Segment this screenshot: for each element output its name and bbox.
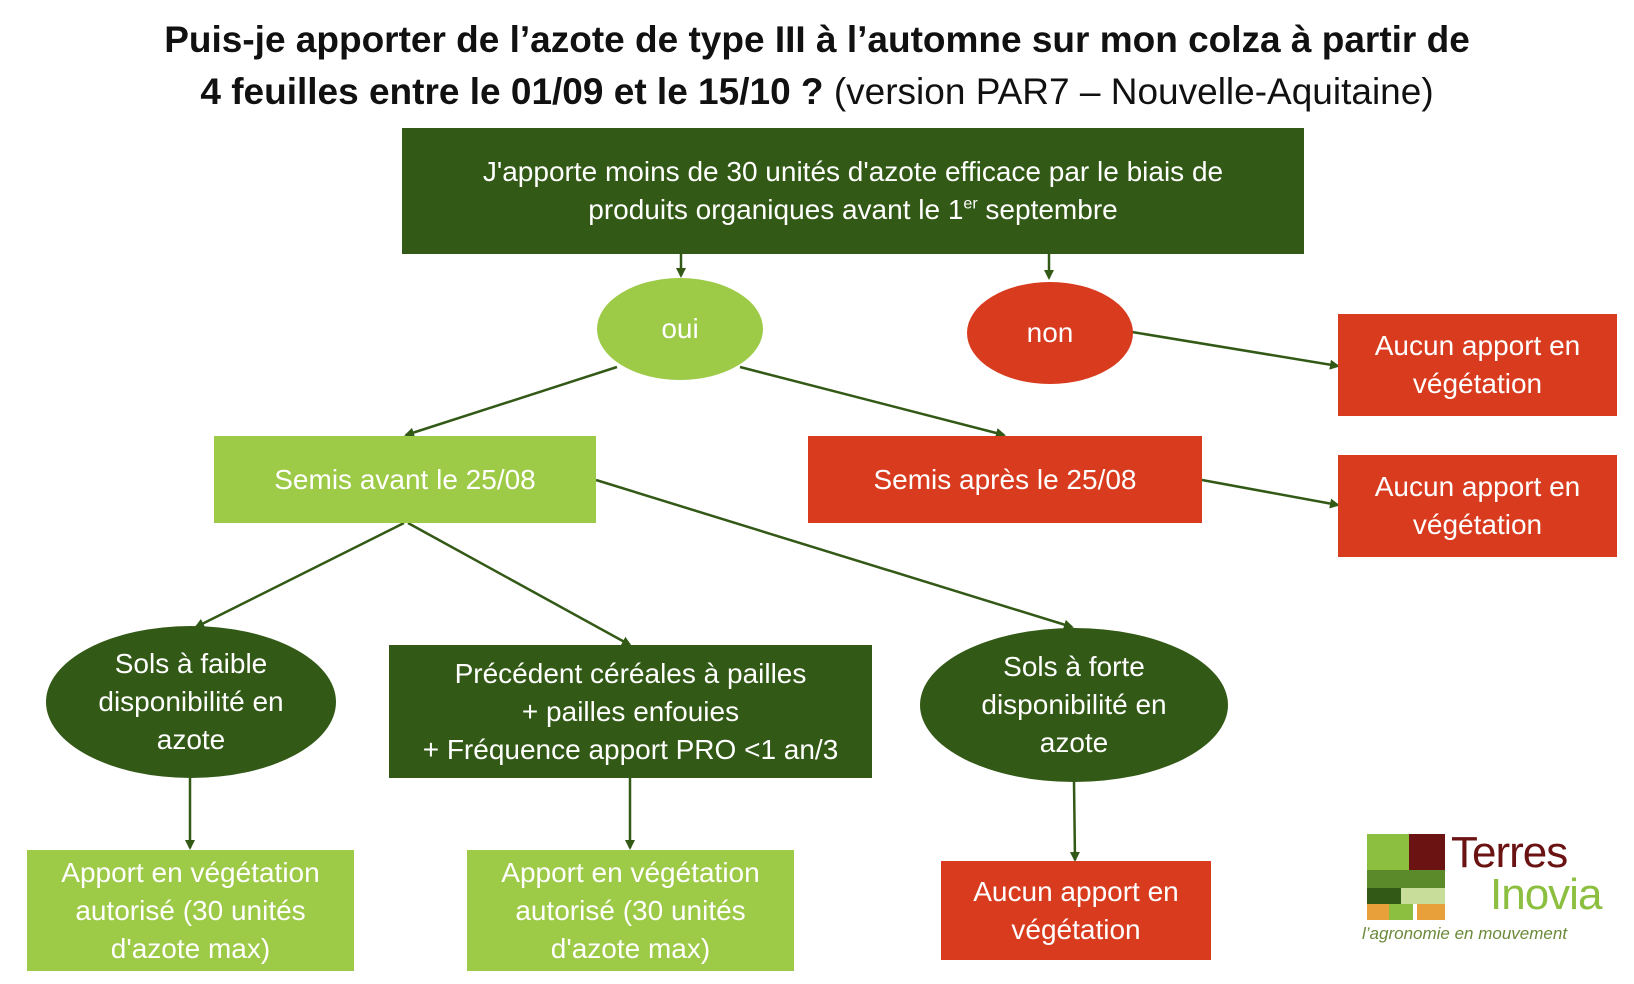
logo-square-1 xyxy=(1367,834,1409,870)
arrow-forte-result xyxy=(1069,781,1080,862)
non-result-box: Aucun apport en végétation xyxy=(1338,314,1617,416)
arrow-oui-semis-apres xyxy=(739,365,1006,438)
result-faible-box: Apport en végétation autorisé (30 unités… xyxy=(27,850,354,971)
logo-name-terres: Terres xyxy=(1451,828,1568,877)
logo-square-3 xyxy=(1367,870,1445,888)
sols-forte-node: Sols à forte disponibilité en azote xyxy=(920,628,1228,782)
oui-node: oui xyxy=(597,278,763,380)
arrow-oui-semis-avant xyxy=(404,365,618,438)
root-line-1: J'apporte moins de 30 unités d'azote eff… xyxy=(482,156,1224,187)
arrow-semis-apres-result xyxy=(1201,478,1340,509)
semis-avant-box: Semis avant le 25/08 xyxy=(214,436,596,523)
logo-square-2 xyxy=(1409,834,1445,870)
non-node: non xyxy=(967,282,1133,384)
precedent-line-3: + Fréquence apport PRO <1 an/3 xyxy=(422,733,839,765)
logo-square-8 xyxy=(1417,904,1445,920)
sols-faible-node: Sols à faible disponibilité en azote xyxy=(46,626,336,778)
arrow-avant-precedent xyxy=(407,521,632,647)
precedent-line-2: + pailles enfouies xyxy=(521,695,740,727)
arrow-non-result xyxy=(1131,330,1340,370)
precedent-line-1: Précédent céréales à pailles xyxy=(454,657,807,689)
arrow-avant-sols-faible xyxy=(194,521,405,629)
logo-square-7 xyxy=(1389,904,1413,920)
result-precedent-box: Apport en végétation autorisé (30 unités… xyxy=(467,850,794,971)
precedent-box: Précédent céréales à pailles + pailles e… xyxy=(389,645,872,778)
diagram-title: Puis-je apporter de l’azote de type III … xyxy=(0,14,1634,118)
semis-apres-box: Semis après le 25/08 xyxy=(808,436,1202,523)
root-line-2: produits organiques avant le 1er septemb… xyxy=(588,194,1118,225)
logo-square-5 xyxy=(1401,888,1445,904)
result-forte-box: Aucun apport en végétation xyxy=(941,861,1211,960)
root-question-box: J'apporte moins de 30 unités d'azote eff… xyxy=(402,128,1304,254)
terres-inovia-logo: Terres Inovia l’agronomie en mouvement xyxy=(1362,828,1624,946)
title-line-2: 4 feuilles entre le 01/09 et le 15/10 ? … xyxy=(200,71,1434,112)
logo-square-4 xyxy=(1367,888,1401,904)
logo-square-6 xyxy=(1367,904,1389,920)
semis-apres-result-box: Aucun apport en végétation xyxy=(1338,455,1617,557)
arrow-avant-sols-forte xyxy=(595,478,1074,630)
title-line-1: Puis-je apporter de l’azote de type III … xyxy=(164,19,1470,60)
logo-tagline: l’agronomie en mouvement xyxy=(1362,924,1568,943)
logo-name-inovia: Inovia xyxy=(1490,870,1602,919)
